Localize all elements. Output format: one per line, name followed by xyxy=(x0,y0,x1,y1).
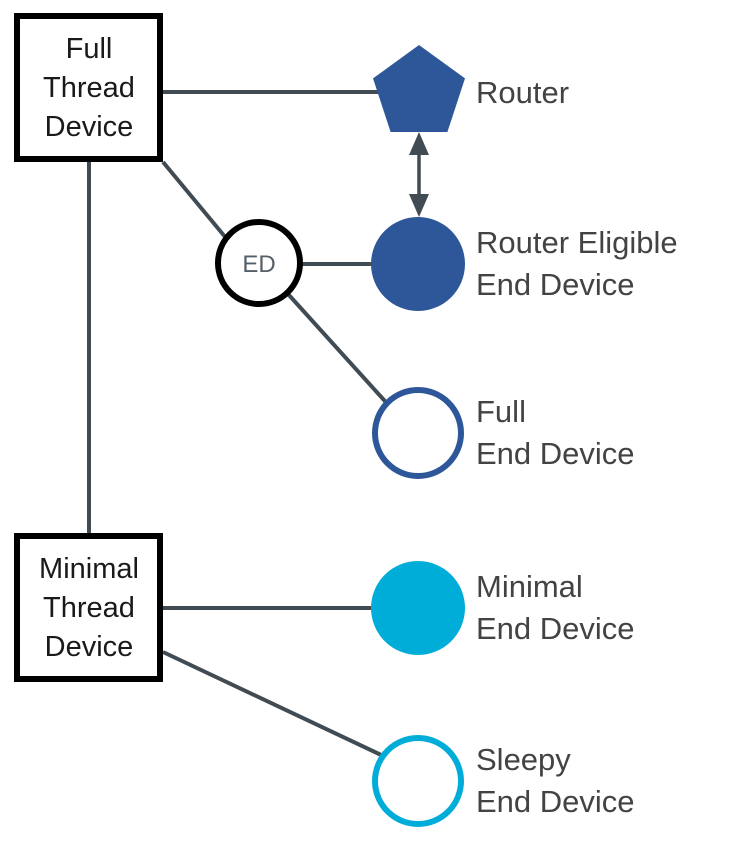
node-router-eligible-end-device[interactable]: Router Eligible End Device xyxy=(371,217,678,311)
full-thread-device-box[interactable]: Full Thread Device xyxy=(14,13,163,162)
fed-label-line-2: End Device xyxy=(476,436,635,471)
minimal-thread-device-label-line-2: Thread xyxy=(43,592,135,624)
arrow-head-down-icon xyxy=(409,194,429,217)
sed-circle-icon xyxy=(372,735,464,827)
edge-router-to-reed-double-arrow xyxy=(409,132,429,217)
ed-badge-label: ED xyxy=(242,251,275,278)
connector-lines xyxy=(87,90,400,764)
edge-ed-to-fed xyxy=(286,292,395,412)
node-minimal-end-device[interactable]: Minimal End Device xyxy=(371,561,635,655)
minimal-thread-device-box[interactable]: Minimal Thread Device xyxy=(14,533,163,682)
reed-label-line-1: Router Eligible xyxy=(476,225,678,260)
edge-mtd-to-sed xyxy=(162,650,397,764)
sed-label-line-1: Sleepy xyxy=(476,742,571,777)
minimal-thread-device-label-line-1: Minimal xyxy=(39,553,139,585)
arrow-head-up-icon xyxy=(409,132,429,155)
med-label-line-1: Minimal xyxy=(476,569,583,604)
fed-label-line-1: Full xyxy=(476,394,526,429)
reed-label-line-2: End Device xyxy=(476,267,635,302)
router-pentagon-icon xyxy=(373,45,465,132)
minimal-thread-device-box-outline xyxy=(14,533,163,682)
router-label-line-1: Router xyxy=(476,75,569,110)
med-label-line-2: End Device xyxy=(476,611,635,646)
minimal-thread-device-label-line-3: Device xyxy=(45,631,134,663)
full-thread-device-label-line-1: Full xyxy=(66,33,113,65)
full-thread-device-label-line-2: Thread xyxy=(43,72,135,104)
med-circle-icon xyxy=(371,561,465,655)
full-thread-device-box-outline xyxy=(14,13,163,162)
full-thread-device-label-line-3: Device xyxy=(45,111,134,143)
sed-label-line-2: End Device xyxy=(476,784,635,819)
fed-circle-icon xyxy=(372,387,464,479)
edge-ftd-to-ed xyxy=(161,160,228,240)
ed-badge-circle-icon xyxy=(215,219,303,307)
node-router[interactable]: Router xyxy=(373,45,569,132)
node-full-end-device[interactable]: Full End Device xyxy=(372,387,635,479)
node-sleepy-end-device[interactable]: Sleepy End Device xyxy=(372,735,635,827)
end-device-badge[interactable]: ED xyxy=(215,219,303,307)
reed-circle-icon xyxy=(371,217,465,311)
